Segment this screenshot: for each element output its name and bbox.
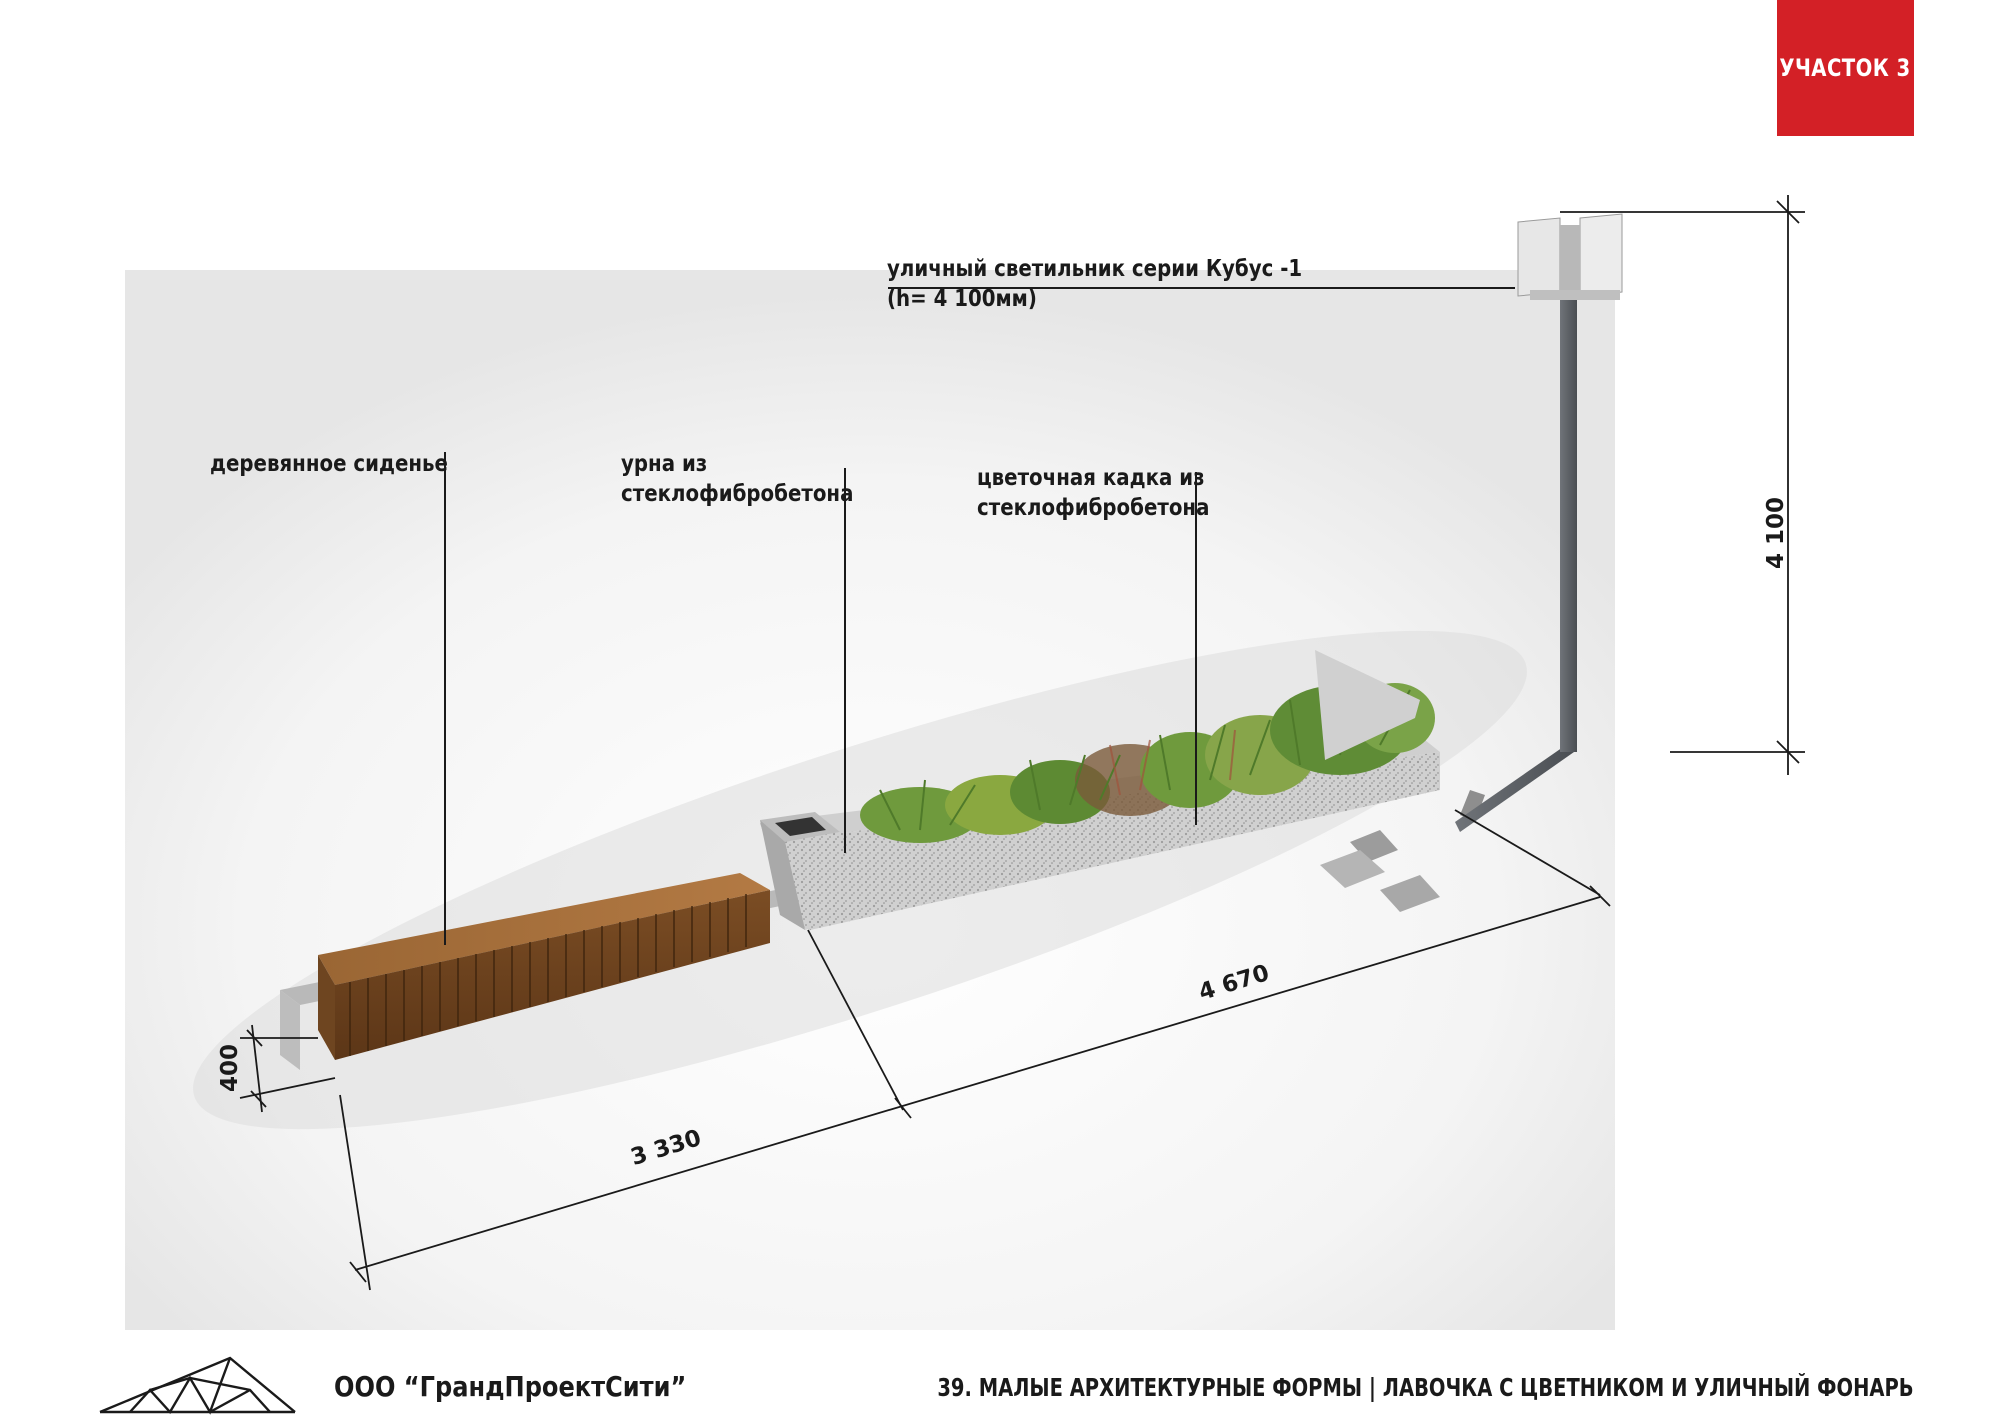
street-lamp	[1315, 213, 1623, 912]
callout-urn: урна из стеклофибробетона	[621, 449, 853, 509]
callout-urn-line2: стеклофибробетона	[621, 481, 854, 507]
urn-opening	[775, 817, 826, 836]
callout-lamp: уличный светильник серии Кубус -1 (h= 4 …	[887, 254, 1302, 314]
callout-planter-line1: цветочная кадка из	[977, 465, 1205, 491]
seat-top	[318, 873, 770, 985]
callout-planter: цветочная кадка из стеклофибробетона	[977, 463, 1209, 523]
seat-end	[318, 955, 335, 1060]
dimension-bench-height: 400	[217, 1043, 244, 1093]
section-badge-label: УЧАСТОК 3	[1779, 54, 1912, 82]
callout-lamp-line1: уличный светильник серии Кубус -1	[887, 256, 1303, 282]
sheet-title: 39. МАЛЫЕ АРХИТЕКТУРНЫЕ ФОРМЫ | ЛАВОЧКА …	[937, 1373, 1914, 1402]
dimension-lines	[239, 195, 1805, 1291]
company-logo-icon	[99, 1356, 296, 1415]
urn-front	[785, 832, 840, 930]
section-badge: УЧАСТОК 3	[1777, 0, 1914, 136]
seat-front	[335, 890, 770, 1060]
company-name: ООО “ГрандПроектСити”	[334, 1370, 687, 1403]
seat-slats	[349, 894, 747, 1056]
dimension-lamp-height: 4 100	[1763, 496, 1790, 570]
callout-planter-line2: стеклофибробетона	[977, 495, 1210, 521]
bench-plinth-front	[280, 990, 300, 1070]
callout-lines	[444, 287, 1515, 945]
planter-front	[790, 752, 1440, 930]
callout-seat: деревянное сиденье	[210, 449, 448, 479]
urn-side	[760, 820, 805, 930]
callout-urn-line1: урна из	[621, 451, 708, 477]
callout-seat-line1: деревянное сиденье	[210, 451, 448, 477]
callout-lamp-line2: (h= 4 100мм)	[887, 286, 1037, 312]
